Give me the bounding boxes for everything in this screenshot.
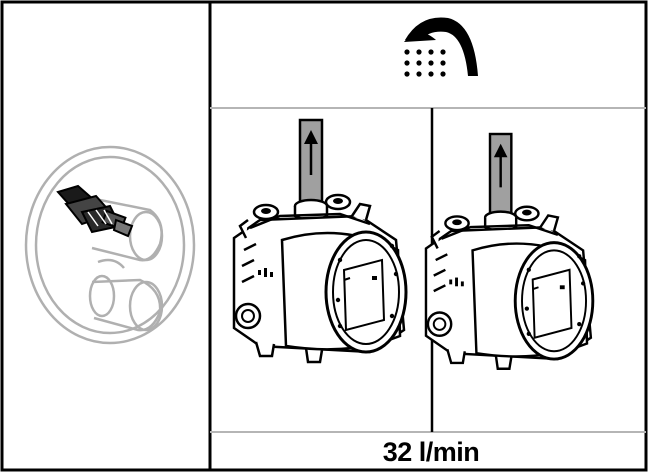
thermostatic-mixer-cartridge-icon [24,145,196,345]
concealed-valve-body-left [232,118,408,364]
shower-head-icon [404,17,478,77]
concealed-valve-body-right [424,132,595,371]
flow-rate-label: 32 l/min [382,437,480,467]
